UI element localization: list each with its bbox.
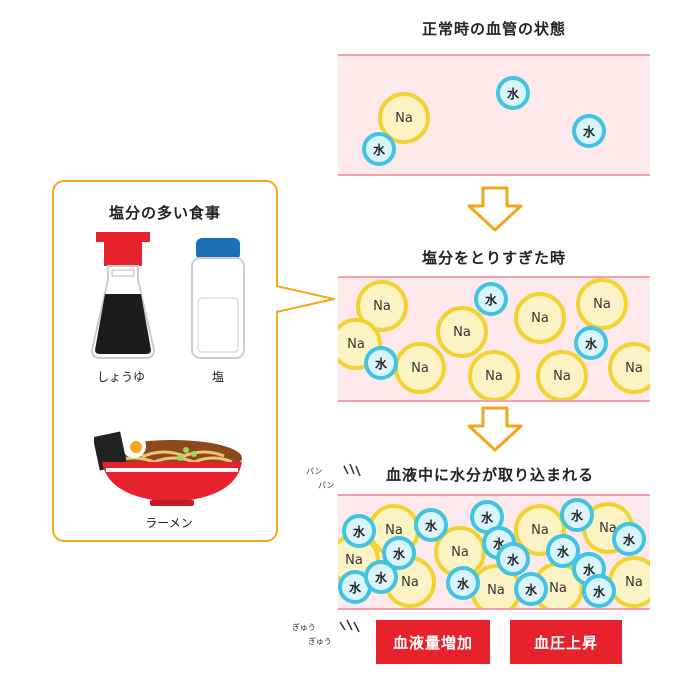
sodium-particle: Na bbox=[436, 306, 488, 358]
water-particle: 水 bbox=[574, 326, 608, 360]
sodium-particle: Na bbox=[576, 278, 628, 330]
water-particle: 水 bbox=[446, 566, 480, 600]
sodium-particle: Na bbox=[514, 504, 566, 556]
food-label-soy-sauce: しょうゆ bbox=[96, 370, 145, 384]
water-particle: 水 bbox=[582, 574, 616, 608]
squeeze-lines-icon bbox=[339, 619, 360, 633]
water-particle: 水 bbox=[364, 560, 398, 594]
down-arrow-icon bbox=[467, 406, 523, 452]
callout-title: 塩分の多い食事 bbox=[108, 204, 221, 222]
water-particle: 水 bbox=[496, 76, 530, 110]
water-particle: 水 bbox=[362, 132, 396, 166]
water-particle: 水 bbox=[414, 508, 448, 542]
down-arrow-icon bbox=[467, 186, 523, 232]
gyu-sound-effect: ぎゅう bbox=[308, 637, 332, 646]
water-particle: 水 bbox=[342, 514, 376, 548]
water-particle: 水 bbox=[382, 536, 416, 570]
water-particle: 水 bbox=[496, 542, 530, 576]
vessel-normal-title: 正常時の血管の状態 bbox=[421, 20, 566, 38]
sodium-particle: Na bbox=[394, 342, 446, 394]
pan-sound-effect: パン bbox=[306, 467, 323, 476]
water-particle: 水 bbox=[364, 346, 398, 380]
vessel-water: Na Na Na Na Na Na Na Na Na 水 水 水 水 水 水 水… bbox=[338, 494, 650, 610]
vessel-salt: Na Na Na Na Na Na Na Na Na 水 水 水 bbox=[338, 276, 650, 402]
blood-pressure-rise-box: 血圧上昇 bbox=[510, 620, 622, 664]
blood-volume-increase-box: 血液量増加 bbox=[376, 620, 490, 664]
ramen-bowl-icon bbox=[94, 431, 242, 506]
vessel-normal: Na 水 水 水 bbox=[338, 54, 650, 176]
water-particle: 水 bbox=[514, 572, 548, 606]
sodium-particle: Na bbox=[608, 556, 650, 608]
vibration-lines-icon bbox=[343, 463, 361, 477]
sodium-particle: Na bbox=[608, 342, 650, 394]
soy-sauce-bottle-icon bbox=[90, 232, 156, 359]
sodium-particle: Na bbox=[468, 350, 520, 400]
gyu-sound-effect: ぎゅう bbox=[292, 623, 316, 632]
water-particle: 水 bbox=[572, 114, 606, 148]
vessel-salt-title: 塩分をとりすぎた時 bbox=[421, 249, 566, 267]
callout-pointer bbox=[276, 285, 335, 313]
food-label-salt: 塩 bbox=[211, 370, 224, 384]
water-particle: 水 bbox=[560, 498, 594, 532]
water-particle: 水 bbox=[612, 522, 646, 556]
salty-food-callout: 塩分の多い食事 しょうゆ 塩 ラーメン bbox=[52, 180, 278, 542]
sodium-particle: Na bbox=[356, 280, 408, 332]
vessel-water-title: 血液中に水分が取り込まれる bbox=[385, 466, 594, 484]
food-label-ramen: ラーメン bbox=[145, 516, 193, 530]
sodium-particle: Na bbox=[536, 350, 588, 400]
sodium-particle: Na bbox=[514, 292, 566, 344]
salt-shaker-icon bbox=[191, 238, 245, 359]
water-particle: 水 bbox=[474, 282, 508, 316]
pan-sound-effect: パン bbox=[318, 481, 335, 490]
